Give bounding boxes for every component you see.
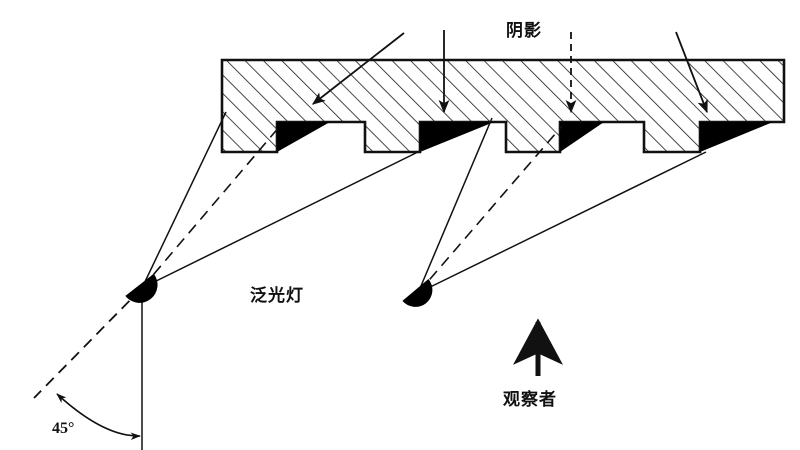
arrow-diagonal-left-icon	[312, 32, 405, 105]
ray-left-center-dashed	[141, 125, 281, 289]
arrow-diagonal-right-icon	[675, 31, 708, 114]
ray-right-lower	[417, 151, 707, 294]
label-floodlight: 泛光灯	[250, 286, 304, 306]
ray-left-upper	[141, 111, 227, 289]
shadow-triangle-4	[700, 122, 773, 152]
angle-construction	[33, 287, 143, 450]
shadow-triangle-1	[277, 122, 330, 152]
ray-left-lower	[141, 149, 423, 289]
ray-right-upper	[417, 117, 493, 294]
angle-dashed-incidence-line	[33, 287, 143, 399]
callout-arrows	[312, 30, 708, 114]
floodlight-left-icon[interactable]	[125, 273, 164, 310]
floodlight-lamps	[125, 273, 439, 314]
angle-arc-45	[56, 393, 141, 440]
workpiece-block	[220, 58, 786, 154]
light-rays-left	[141, 111, 423, 289]
label-observer: 观察者	[503, 390, 557, 410]
label-angle-45: 45°	[52, 420, 75, 437]
floodlight-right-icon[interactable]	[402, 279, 439, 314]
light-rays-right	[417, 117, 707, 294]
shadow-triangle-2	[420, 122, 494, 152]
workpiece-hatch-fill	[222, 60, 784, 152]
ray-right-center-dashed	[417, 125, 563, 294]
label-shadow: 阴影	[506, 21, 542, 41]
shadow-triangle-3	[560, 122, 604, 152]
shadow-triangles	[277, 122, 773, 152]
